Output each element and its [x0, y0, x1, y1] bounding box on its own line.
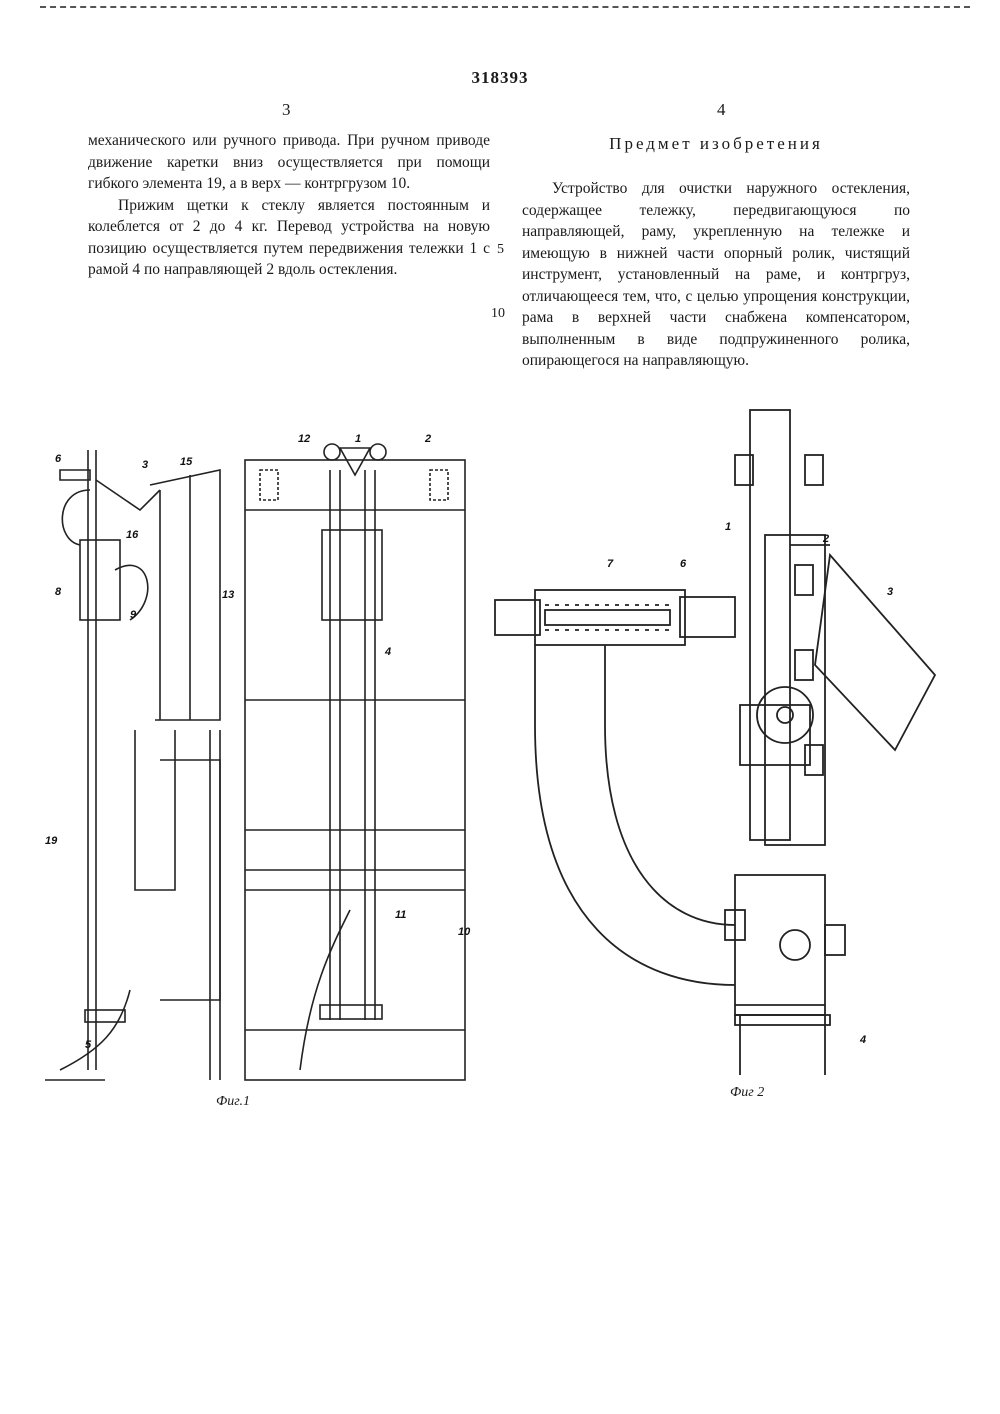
- fig1-label-1: 1: [355, 433, 361, 445]
- fig1-label-8: 8: [55, 586, 62, 598]
- figure-1-drawing: 1 2 3 4 5 6 8 9 10 11 12 13 15 16 19: [40, 430, 480, 1110]
- fig1-label-19: 19: [45, 835, 58, 847]
- fig2-label-4: 4: [859, 1034, 866, 1046]
- column-number-left: 3: [282, 100, 291, 120]
- fig2-label-3: 3: [887, 586, 893, 598]
- right-column-text: Устройство для очистки наружного остекле…: [522, 178, 910, 372]
- column-number-right: 4: [717, 100, 726, 120]
- line-number-10: 10: [491, 306, 505, 322]
- fig1-label-12: 12: [298, 433, 310, 445]
- figure-1-svg: 1 2 3 4 5 6 8 9 10 11 12 13 15 16 19: [40, 430, 480, 1110]
- fig1-label-13: 13: [222, 589, 234, 601]
- fig2-label-1: 1: [725, 521, 731, 533]
- figure-2-caption: Фиг 2: [730, 1085, 764, 1101]
- fig1-label-11: 11: [395, 909, 406, 921]
- figure-1-labels: 1 2 3 4 5 6 8 9 10 11 12 13 15 16 19: [45, 433, 471, 1051]
- fig1-label-3: 3: [142, 459, 148, 471]
- patent-number: 318393: [0, 68, 1000, 88]
- line-number-5: 5: [497, 242, 504, 258]
- fig2-label-7: 7: [607, 558, 614, 570]
- fig2-label-6: 6: [680, 558, 687, 570]
- left-paragraph-1: механического или ручного привода. При р…: [88, 130, 490, 195]
- left-column-text: механического или ручного привода. При р…: [88, 130, 490, 281]
- figure-2-svg: 1 2 3 4 6 7: [485, 405, 955, 1085]
- fig1-label-2: 2: [424, 433, 431, 445]
- fig2-label-2: 2: [822, 533, 829, 545]
- claim-paragraph: Устройство для очистки наружного остекле…: [522, 178, 910, 372]
- fig1-label-9: 9: [130, 609, 137, 621]
- figure-2-drawing: 1 2 3 4 6 7: [485, 405, 955, 1085]
- top-border-line: [40, 6, 970, 8]
- fig1-label-4: 4: [384, 646, 391, 658]
- fig1-label-15: 15: [180, 456, 193, 468]
- figure-1-caption: Фиг.1: [216, 1094, 250, 1110]
- fig1-label-16: 16: [126, 529, 139, 541]
- fig1-label-10: 10: [458, 926, 471, 938]
- left-paragraph-2: Прижим щетки к стеклу является постоянны…: [88, 195, 490, 281]
- fig1-label-5: 5: [85, 1039, 92, 1051]
- subject-title: Предмет изобретения: [522, 134, 910, 154]
- fig1-label-6: 6: [55, 453, 62, 465]
